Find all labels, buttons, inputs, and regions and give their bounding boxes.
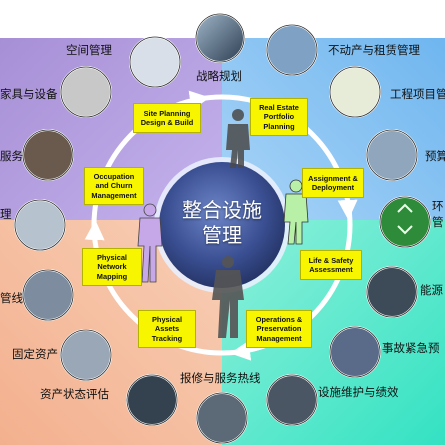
label-asset-status: 资产状态评估 (40, 387, 109, 401)
label-fixed-assets: 固定资产 (12, 347, 58, 361)
center-title: 整合设施 管理 (182, 198, 262, 247)
label-li: 理 (0, 207, 12, 221)
photo-space-icon (129, 36, 181, 88)
photo-strategy-icon (195, 13, 245, 63)
box-assignment-deployment: Assignment & Deployment (302, 168, 364, 198)
label-furniture: 家具与设备 (0, 87, 58, 101)
center-circle (159, 162, 285, 288)
photo-project-icon (329, 66, 381, 118)
box-life-safety: Life & Safety Assessment (300, 250, 362, 280)
label-space: 空间管理 (66, 43, 112, 57)
photo-service-icon (22, 129, 74, 181)
photo-maintenance-icon (266, 374, 318, 426)
box-physical-assets: Physical Assets Tracking (138, 310, 196, 348)
box-site-planning: Site Planning Design & Build (133, 103, 201, 133)
photo-emergency-icon (329, 326, 381, 378)
photo-budget-icon (366, 129, 418, 181)
recycle-icon (397, 203, 413, 235)
label-maintenance: 设施维护与绩效 (318, 385, 399, 399)
person-silhouette-left (137, 203, 163, 283)
label-repair: 报修与服务热线 (180, 371, 261, 385)
photo-asset-status-icon (126, 374, 178, 426)
photo-pipeline-icon (22, 269, 74, 321)
box-operations-preservation: Operations & Preservation Management (246, 310, 312, 348)
box-realestate-portfolio: Real Estate Portfolio Planning (250, 98, 308, 136)
label-emergency: 事故紧急预 (382, 341, 440, 355)
photo-energy-icon (366, 266, 418, 318)
person-silhouette-top (226, 109, 250, 168)
person-silhouette-bottom (212, 256, 244, 338)
box-occupation-churn: Occupation and Churn Management (84, 167, 144, 205)
photo-fixed-assets-icon (60, 329, 112, 381)
label-service: 服务 (0, 149, 23, 163)
photo-furniture-icon (60, 66, 112, 118)
photo-management-icon (14, 199, 66, 251)
label-environment: 环 管 (432, 199, 444, 230)
label-project: 工程项目管 (390, 87, 445, 101)
person-silhouette-right (283, 179, 309, 245)
label-pipeline: 管线 (0, 291, 23, 305)
photo-repair-icon (196, 392, 248, 444)
label-strategy: 战略规划 (196, 69, 242, 83)
photo-environment-icon (379, 196, 431, 248)
label-realestate: 不动产与租赁管理 (328, 43, 420, 57)
label-budget: 预算 (425, 149, 445, 163)
box-physical-network: Physical Network Mapping (82, 248, 142, 286)
label-energy: 能源 (420, 283, 443, 297)
photo-realestate-icon (266, 24, 318, 76)
